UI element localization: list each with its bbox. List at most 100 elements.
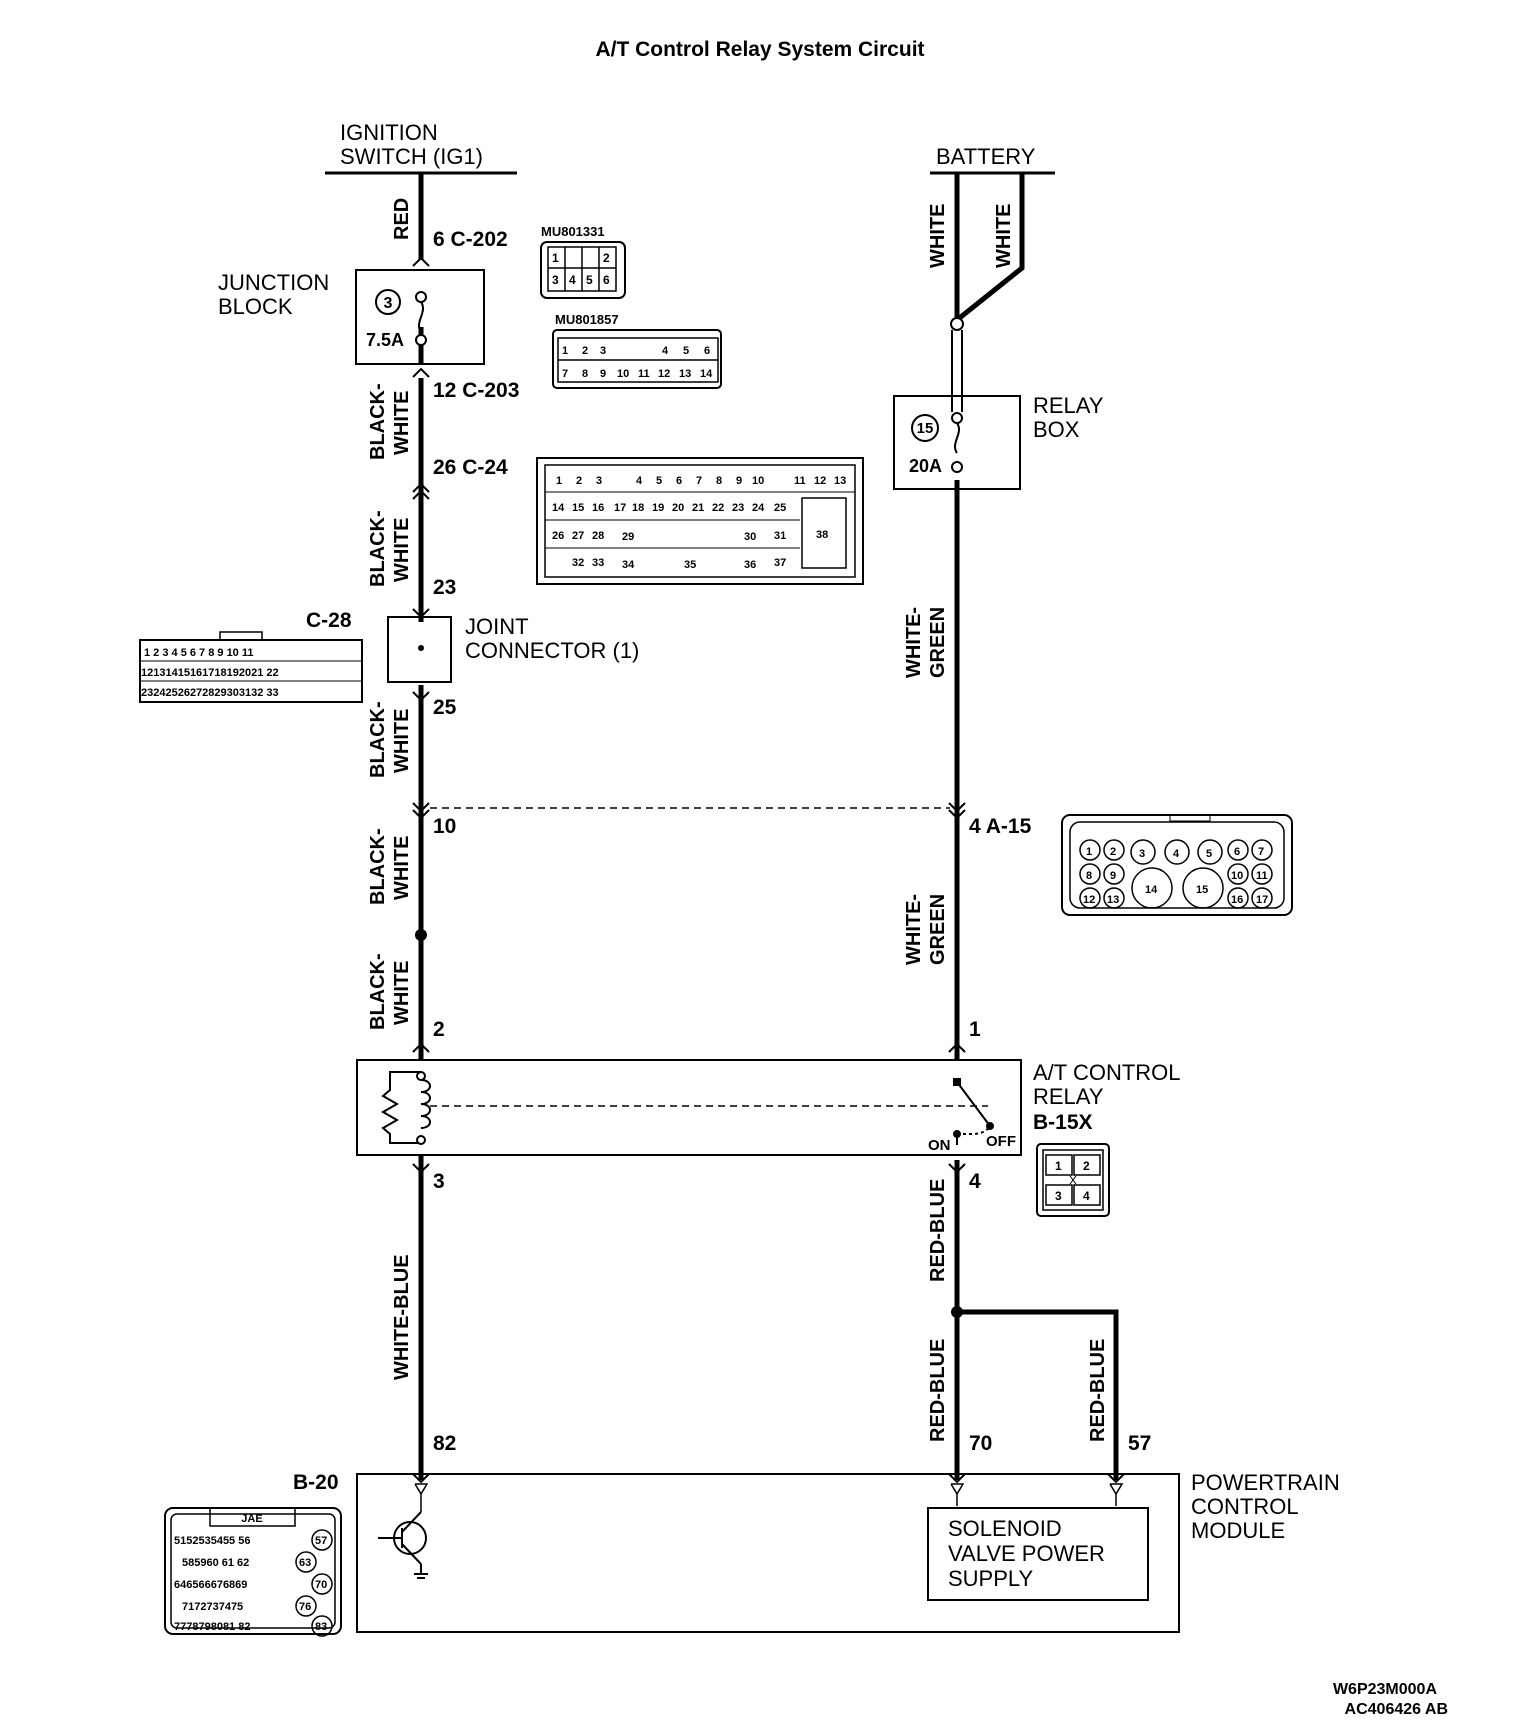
svg-text:14: 14 — [552, 502, 565, 514]
svg-text:3: 3 — [1055, 1189, 1062, 1203]
relay-box-box — [893, 395, 1021, 490]
svg-text:38: 38 — [816, 529, 828, 541]
wire-bw4-b: WHITE — [391, 836, 413, 900]
svg-text:6: 6 — [603, 273, 610, 287]
svg-text:63: 63 — [299, 1557, 311, 1569]
svg-text:23242526272829303132 33: 23242526272829303132 33 — [141, 687, 279, 699]
wire-wg1-a: WHITE- — [903, 607, 925, 678]
at-relay-box — [356, 1059, 1022, 1156]
svg-text:32: 32 — [572, 557, 584, 569]
svg-text:5152535455 56: 5152535455 56 — [174, 1535, 250, 1547]
pcm-transistor — [378, 1511, 428, 1579]
solenoid-box — [927, 1507, 1149, 1601]
svg-text:29: 29 — [622, 531, 634, 543]
svg-text:7778798081 82: 7778798081 82 — [174, 1621, 250, 1633]
svg-text:3: 3 — [552, 273, 559, 287]
wire-bw1-b: WHITE — [391, 391, 413, 455]
svg-text:11: 11 — [794, 475, 806, 487]
svg-text:2: 2 — [576, 475, 582, 487]
pin-a15: 4 A-15 — [969, 815, 1032, 838]
svg-text:13: 13 — [834, 475, 846, 487]
svg-text:25: 25 — [774, 502, 786, 514]
junction-label-1: JUNCTION — [218, 270, 329, 295]
wire-bw5-b: WHITE — [391, 961, 413, 1025]
conn-mu801857-label: MU801857 — [555, 312, 619, 327]
svg-text:26: 26 — [552, 530, 564, 542]
svg-text:83: 83 — [315, 1621, 327, 1633]
conn-c28: 1 2 3 4 5 6 7 8 9 10 11 1213141516171819… — [139, 631, 363, 703]
svg-text:12: 12 — [658, 368, 670, 380]
svg-text:1: 1 — [1086, 846, 1092, 858]
wire-wg2-b: GREEN — [927, 894, 949, 965]
svg-text:4: 4 — [636, 475, 643, 487]
at-relay-label-2: RELAY — [1033, 1084, 1104, 1109]
svg-text:1: 1 — [552, 251, 559, 265]
pin-c24: 26 C-24 — [433, 456, 508, 479]
svg-text:30: 30 — [744, 531, 756, 543]
pcm-label-3: MODULE — [1191, 1518, 1285, 1543]
svg-text:22: 22 — [712, 502, 724, 514]
svg-text:27: 27 — [572, 530, 584, 542]
pin-10: 10 — [433, 815, 456, 838]
pcm-box — [356, 1473, 1180, 1633]
svg-text:1: 1 — [562, 345, 568, 357]
wire-bw4-a: BLACK- — [367, 828, 389, 905]
splice-dot-left — [415, 929, 427, 941]
right-wire — [954, 173, 1119, 1480]
relay-box-feed — [950, 317, 964, 412]
svg-text:15: 15 — [1196, 884, 1208, 896]
svg-text:28: 28 — [592, 530, 604, 542]
junction-block-box — [355, 269, 485, 365]
solenoid-label-1: SOLENOID — [948, 1516, 1062, 1541]
svg-text:14: 14 — [700, 368, 713, 380]
svg-text:57: 57 — [315, 1535, 327, 1547]
svg-text:4: 4 — [1083, 1189, 1090, 1203]
battery-label: BATTERY — [936, 144, 1036, 169]
svg-text:8: 8 — [582, 368, 588, 380]
svg-text:17: 17 — [1256, 894, 1268, 906]
wire-bw3-a: BLACK- — [367, 701, 389, 778]
wire-red-blue-1: RED-BLUE — [927, 1179, 949, 1282]
wire-red-blue-3: RED-BLUE — [1087, 1339, 1109, 1442]
pin-2: 2 — [433, 1018, 445, 1041]
wire-bw5-a: BLACK- — [367, 953, 389, 1030]
svg-text:17: 17 — [614, 502, 626, 514]
wire-bw3-b: WHITE — [391, 709, 413, 773]
conn-mu801331-label: MU801331 — [541, 224, 605, 239]
ignition-label-1: IGNITION — [340, 120, 438, 145]
wire-wg2-a: WHITE- — [903, 894, 925, 965]
svg-text:18: 18 — [632, 502, 644, 514]
fuse-15-number: 15 — [917, 420, 934, 437]
svg-text:6: 6 — [704, 345, 710, 357]
pin-c203: 12 C-203 — [433, 379, 519, 402]
right-chevrons — [948, 802, 1125, 1484]
relay-box-label-1: RELAY — [1033, 393, 1104, 418]
svg-text:6: 6 — [1234, 846, 1240, 858]
wire-bw1-a: BLACK- — [367, 383, 389, 460]
svg-text:5: 5 — [586, 273, 593, 287]
svg-text:10: 10 — [752, 475, 764, 487]
svg-text:36: 36 — [744, 559, 756, 571]
splice-dot-right — [951, 1306, 963, 1318]
pcm-label-1: POWERTRAIN — [1191, 1470, 1340, 1495]
fuse-15-symbol — [951, 412, 963, 473]
svg-text:7: 7 — [696, 475, 702, 487]
conn-b20: JAE 5152535455 56 585960 61 62 646566676… — [164, 1507, 342, 1637]
joint-label-2: CONNECTOR (1) — [465, 638, 639, 663]
svg-text:12: 12 — [1083, 894, 1095, 906]
svg-text:15: 15 — [572, 502, 584, 514]
relay-switch — [953, 1078, 994, 1145]
pin-57: 57 — [1128, 1432, 1151, 1455]
svg-text:13: 13 — [679, 368, 691, 380]
svg-text:3: 3 — [596, 475, 602, 487]
svg-text:11: 11 — [638, 368, 650, 380]
svg-text:19: 19 — [652, 502, 664, 514]
svg-text:8: 8 — [1086, 870, 1092, 882]
wire-red: RED — [391, 198, 413, 240]
relay-coil — [380, 1071, 431, 1145]
svg-text:3: 3 — [1139, 848, 1145, 860]
